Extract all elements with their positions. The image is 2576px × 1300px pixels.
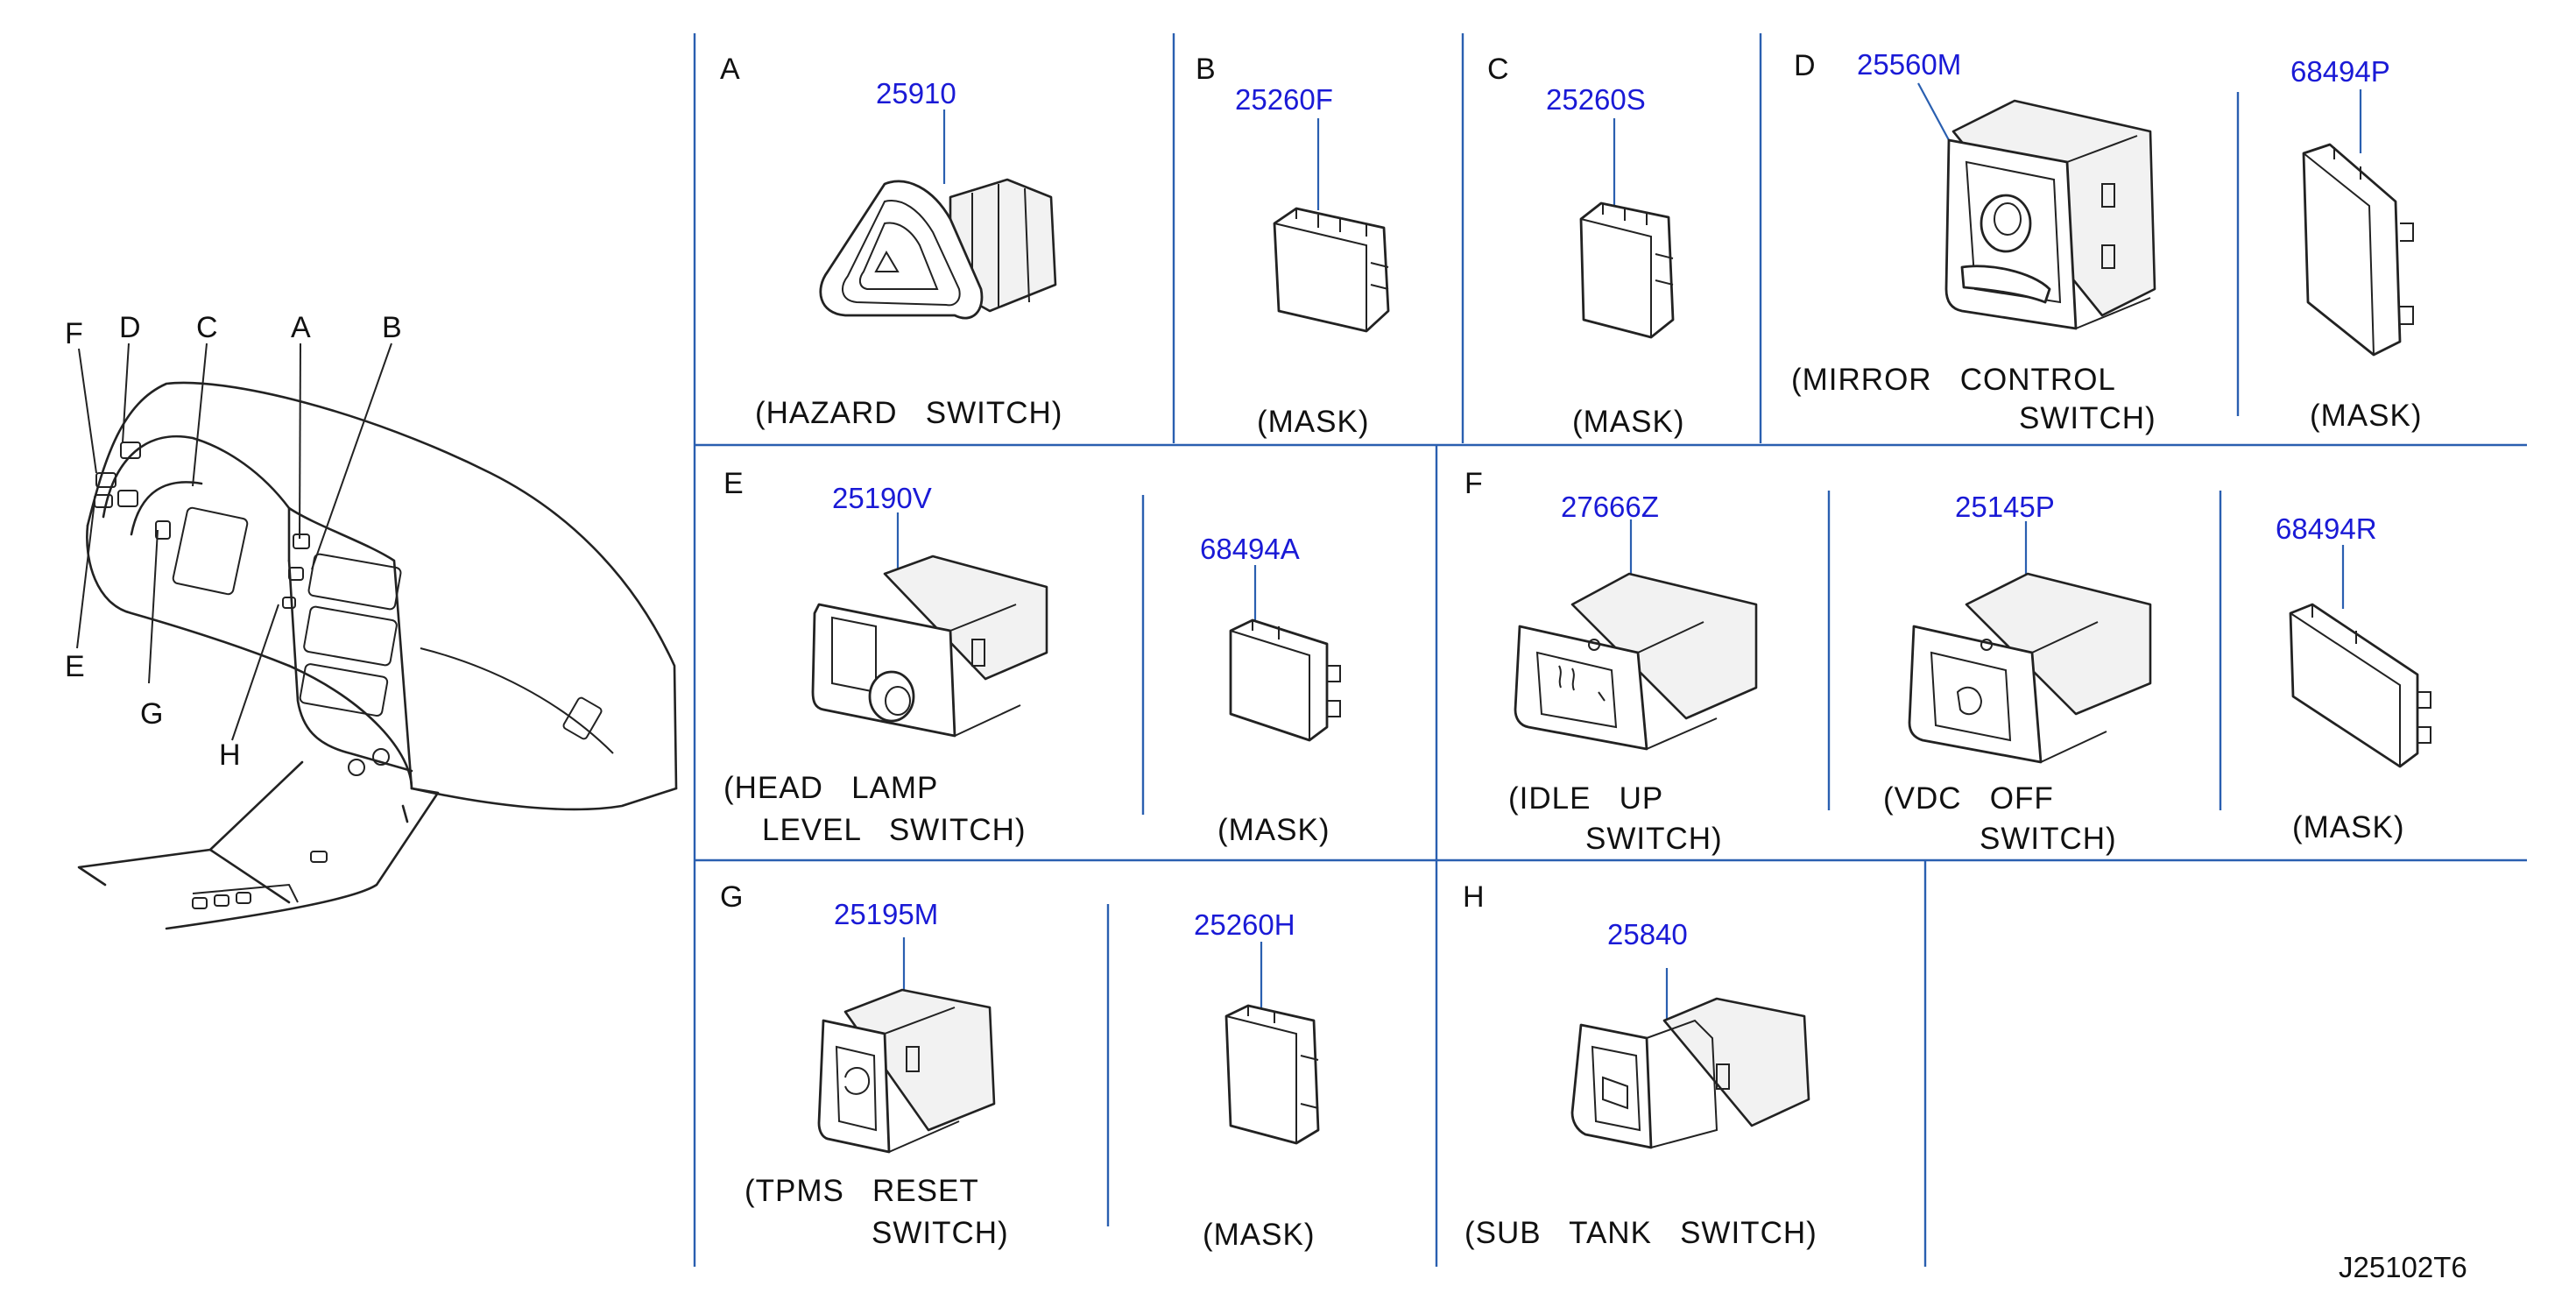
part-number-68494a: 68494A	[1200, 533, 1300, 565]
overview-key-c: C	[196, 311, 218, 344]
section-letter-d: D	[1794, 49, 1816, 82]
section-letter-c: C	[1487, 53, 1509, 86]
overview-key-f: F	[65, 317, 83, 350]
caption-mirror-control-line1: (MIRROR CONTROL	[1791, 363, 2116, 397]
caption-mask-b: (MASK)	[1257, 405, 1370, 439]
idle-up-switch-drawing	[1514, 572, 1758, 751]
part-number-25260f: 25260F	[1235, 83, 1333, 116]
hazard-switch-drawing	[819, 178, 1057, 320]
part-number-27666z: 27666Z	[1561, 491, 1659, 523]
mask-c-drawing	[1579, 201, 1675, 339]
caption-mask-g: (MASK)	[1203, 1218, 1316, 1252]
caption-idle-up-line1: (IDLE UP	[1508, 781, 1664, 816]
mask-g-drawing	[1224, 1004, 1320, 1145]
overview-key-h: H	[219, 738, 241, 772]
mirror-control-switch-drawing	[1944, 99, 2156, 330]
section-letter-h: H	[1463, 880, 1485, 914]
part-leader-lines	[896, 82, 2362, 1021]
overview-key-g: G	[140, 697, 164, 731]
part-number-25260s: 25260S	[1546, 83, 1646, 116]
caption-mask-e: (MASK)	[1217, 813, 1330, 847]
caption-mask-c: (MASK)	[1572, 405, 1685, 439]
caption-mask-f: (MASK)	[2292, 810, 2405, 844]
caption-vdc-off-line2: SWITCH)	[1980, 822, 2117, 856]
caption-hazard-switch: (HAZARD SWITCH)	[755, 396, 1063, 430]
tpms-reset-switch-drawing	[817, 988, 996, 1154]
part-number-68494p: 68494P	[2290, 55, 2390, 88]
part-number-25560m: 25560M	[1857, 48, 1962, 81]
overview-key-b: B	[382, 311, 402, 344]
mask-d-drawing	[2302, 143, 2414, 357]
part-number-68494r: 68494R	[2276, 512, 2377, 545]
vdc-off-switch-drawing	[1908, 572, 2152, 764]
overview-key-e: E	[65, 650, 85, 683]
part-number-25190v: 25190V	[832, 482, 932, 514]
section-letter-a: A	[720, 53, 740, 86]
part-number-25195m: 25195M	[834, 898, 939, 930]
part-number-25145p: 25145P	[1955, 491, 2055, 523]
overview-key-a: A	[291, 311, 311, 344]
caption-vdc-off-line1: (VDC OFF	[1883, 781, 2054, 816]
caption-tpms-reset-line1: (TPMS RESET	[745, 1174, 979, 1208]
part-number-25260h: 25260H	[1194, 908, 1295, 941]
caption-mask-d: (MASK)	[2310, 399, 2423, 433]
dashboard-overview-drawing	[76, 343, 678, 930]
mask-e-drawing	[1229, 618, 1341, 742]
caption-sub-tank-switch: (SUB TANK SWITCH)	[1464, 1216, 1817, 1250]
section-dividers	[693, 33, 2527, 1267]
part-number-25910: 25910	[876, 77, 956, 110]
sub-tank-switch-drawing	[1570, 997, 1810, 1149]
part-number-25840: 25840	[1607, 918, 1688, 950]
section-letter-b: B	[1196, 53, 1216, 86]
mask-b-drawing	[1273, 207, 1390, 333]
overview-key-d: D	[119, 311, 141, 344]
caption-head-lamp-line2: LEVEL SWITCH)	[762, 813, 1027, 847]
mask-f-drawing	[2289, 603, 2431, 768]
caption-idle-up-line2: SWITCH)	[1585, 822, 1723, 856]
section-letter-f: F	[1464, 467, 1483, 500]
caption-head-lamp-line1: (HEAD LAMP	[723, 771, 939, 805]
section-letter-g: G	[720, 880, 744, 914]
section-letter-e: E	[723, 467, 744, 500]
caption-tpms-reset-line2: SWITCH)	[872, 1216, 1009, 1250]
caption-mirror-control-line2: SWITCH)	[2019, 401, 2156, 435]
diagram-id: J25102T6	[2339, 1251, 2467, 1283]
head-lamp-level-switch-drawing	[811, 555, 1048, 738]
